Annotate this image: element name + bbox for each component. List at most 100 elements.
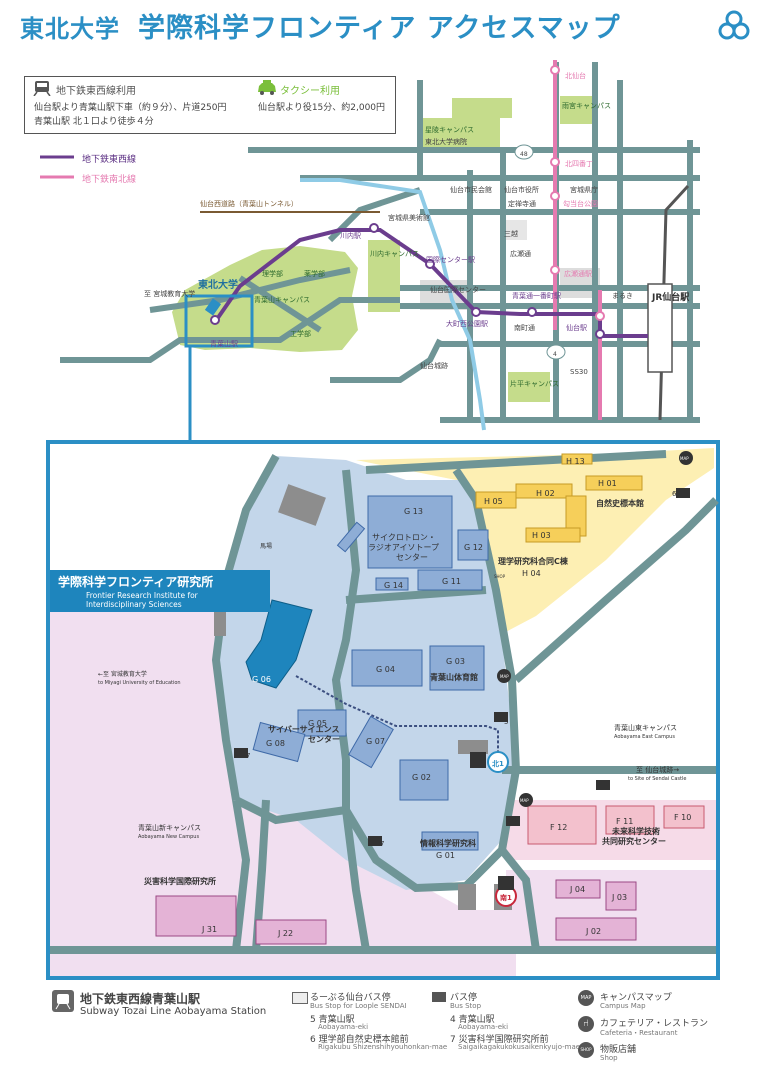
taxi-heading: タクシー利用: [280, 86, 340, 97]
label-route48: 48: [520, 151, 528, 158]
subway-heading: 地下鉄東西線利用: [56, 86, 136, 97]
g08-building: [252, 721, 306, 763]
label-g01: G 01: [436, 851, 455, 860]
label-g03: G 03: [446, 657, 465, 666]
hirose-river: [300, 178, 486, 431]
walking-route: [295, 675, 499, 760]
label-g06: G 06: [252, 675, 271, 684]
label-disaster: 災害科学国際研究所: [143, 876, 216, 886]
footer-bus-7-en: Saigaikagakukokusaikenkyujo-mae: [458, 1043, 581, 1051]
label-kawauchi-st: 川内駅: [340, 231, 361, 240]
label-hirose: 広瀬通: [510, 249, 531, 258]
label-cyber2: センター: [308, 734, 340, 744]
label-castle-jp: 至 仙台城跡→: [636, 765, 679, 774]
label-ichibancho: 青葉通一番町駅: [512, 291, 561, 300]
label-f10: F 10: [674, 813, 691, 822]
label-kitayama: 北仙台: [565, 71, 586, 80]
label-intl-center: 仙台国際センター: [430, 285, 486, 294]
label-miyagi-edu: 至 宮城教育大学: [144, 289, 195, 298]
institute-name-en1: Frontier Research Institute for: [86, 591, 199, 600]
footer-map-en: Campus Map: [600, 1002, 646, 1010]
label-hospital: 東北大学病院: [425, 137, 467, 146]
label-gym: 青葉山体育館: [430, 672, 478, 682]
subway-line1: 仙台駅より青葉山駅下車（約９分）、片道250円: [34, 103, 227, 113]
g02-building: [399, 759, 449, 801]
roads: [60, 62, 700, 423]
label-sendai-st: 仙台駅: [566, 323, 587, 332]
label-g04: G 04: [376, 665, 395, 674]
label-pharmacy: 薬学部: [304, 269, 325, 278]
campus-roads: [50, 450, 719, 954]
label-g11: G 11: [442, 577, 461, 586]
j31-building: [155, 895, 237, 937]
label-aobayama-st: 青葉山駅: [210, 339, 238, 348]
label-stop5: 5: [504, 718, 508, 726]
subway-line2: 青葉山駅 北１口より徒歩４分: [34, 117, 154, 127]
label-marukita: まるき: [612, 292, 633, 300]
katahira-campus-area: [508, 372, 550, 402]
footer-loople-5: 5 青葉山駅: [310, 1015, 355, 1025]
g06-building: [245, 599, 313, 689]
label-castle: 仙台城跡: [420, 361, 448, 370]
label-cyclotron1: サイクロトロン・: [372, 533, 436, 542]
footer-bus-4: 4 青葉山駅: [450, 1015, 495, 1025]
footer-bus-en: Bus Stop: [450, 1002, 482, 1010]
label-g14: G 14: [384, 581, 403, 590]
taxi-icon: [258, 80, 276, 95]
university-name: 東北大学: [20, 15, 120, 43]
label-g13: G 13: [404, 507, 423, 516]
footer-bus-jp: バス停: [450, 993, 478, 1003]
svg-text:MAP: MAP: [520, 798, 529, 803]
label-cityhall: 仙台市役所: [504, 185, 539, 194]
label-castle-en: to Site of Sendai Castle: [628, 776, 686, 782]
label-h04: H 04: [522, 569, 541, 578]
label-stop7b: 7: [380, 840, 384, 848]
footer-map-jp: キャンパスマップ: [600, 993, 672, 1003]
label-ss30: SS30: [570, 368, 588, 376]
label-new-jp: 青葉山新キャンパス: [138, 823, 201, 832]
taxi-line1: 仙台駅より役15分、約2,000円: [258, 103, 386, 113]
footer-station-jp: 地下鉄東西線青葉山駅: [80, 992, 201, 1006]
page-title: 東北大学学際科学フロンティア アクセスマップ: [20, 6, 621, 45]
station-legend-icon: [52, 990, 74, 1012]
g11-building: [417, 569, 483, 591]
label-j02: J 02: [585, 927, 601, 936]
legend-tozai: 地下鉄東西線: [82, 155, 137, 165]
label-f12: F 12: [550, 823, 567, 832]
label-j04: J 04: [569, 885, 585, 894]
legend-nanboku: 地下鉄南北線: [82, 175, 137, 185]
label-stop7a: 7: [246, 752, 250, 760]
label-h05: H 05: [484, 497, 503, 506]
loople-bus-icon: [292, 992, 308, 1004]
label-h03: H 03: [532, 531, 551, 540]
label-h13: H 13: [566, 457, 585, 466]
label-future2: 共同研究センター: [602, 836, 666, 846]
footer-loople-jp: るーぷる仙台バス停: [310, 993, 391, 1003]
label-aobayama-campus: 青葉山キャンパス: [254, 295, 310, 304]
train-icon: [33, 81, 51, 96]
footer-station-en: Subway Tozai Line Aobayama Station: [80, 1006, 267, 1017]
area-map: 北仙台 雨宮キャンパス 星陵キャンパス 東北大学病院 北四番丁 勾当台公園 仙台…: [60, 60, 700, 440]
label-g05: G 05: [308, 719, 327, 728]
label-cyclotron3: センター: [396, 553, 428, 562]
yellow-campus-area: [356, 448, 714, 650]
g12-building: [457, 529, 489, 561]
label-engineering: 工学部: [290, 329, 311, 338]
label-to-edu-en: to Miyagi University of Education: [98, 680, 181, 686]
label-prefoffice: 宮城県庁: [570, 185, 598, 194]
shop-icon: SHOP: [578, 1042, 594, 1058]
label-cyber1: サイバーサイエンス: [268, 725, 339, 734]
cafe-icon: ⑁: [578, 1016, 594, 1032]
label-to-edu-jp: ←至 宮城教育大学: [98, 670, 147, 678]
label-kawauchi-campus: 川内キャンパス: [370, 249, 419, 258]
label-kita1: 北1: [492, 759, 504, 768]
label-j31: J 31: [201, 925, 217, 934]
label-sci-c1: 理学研究科合同C棟: [498, 556, 569, 566]
label-kokusai: 国際センター駅: [426, 255, 475, 264]
g05-building: [297, 709, 347, 737]
institute-name-en2: Interdisciplinary Sciences: [86, 600, 182, 609]
exit-kita1: [487, 751, 509, 773]
label-minamimachi: 南町通: [514, 323, 535, 332]
label-jr: JR仙台駅: [651, 291, 690, 303]
label-katahira: 片平キャンパス: [510, 379, 559, 388]
